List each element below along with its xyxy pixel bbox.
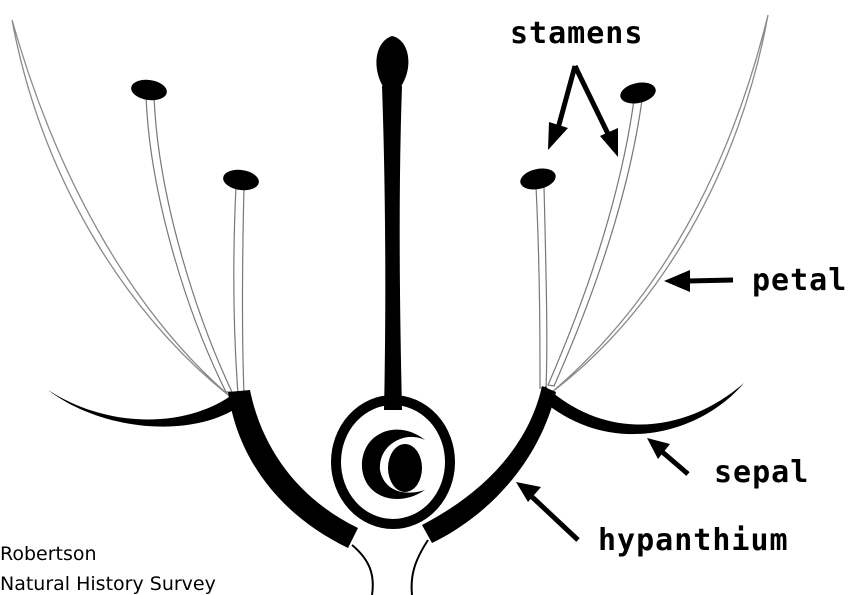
filament-far-left (146, 96, 232, 392)
arrow-sepal-shaft (660, 450, 688, 474)
label-sepal: sepal (714, 455, 809, 490)
petal-left (12, 20, 232, 398)
credit-line-1: Robertson (0, 543, 97, 565)
filament-far-right (548, 100, 642, 386)
pedicel-right (412, 540, 428, 595)
arrows (516, 66, 733, 540)
arrow-petal-head (664, 270, 690, 292)
style (382, 86, 402, 410)
anther-far-left (130, 78, 168, 103)
arrow-stamens-right-head (600, 128, 618, 157)
credit-line-2: Natural History Survey (0, 573, 216, 595)
sepal-left (48, 390, 240, 427)
arrow-stamens-right-shaft (575, 66, 610, 138)
arrow-hypanthium-shaft (530, 495, 578, 540)
arrow-stamens-left-head (548, 122, 568, 150)
ovule (388, 444, 422, 492)
pistil (336, 36, 450, 524)
pedicel-left (352, 545, 373, 595)
label-hypanthium: hypanthium (598, 523, 789, 558)
filament-inner-left (234, 186, 244, 394)
arrow-petal-shaft (688, 280, 733, 281)
pedicel (352, 540, 428, 595)
petal-right (552, 15, 768, 392)
sepal-right (542, 383, 744, 434)
hypanthium-right-wall (422, 386, 556, 543)
label-stamens: stamens (510, 16, 643, 51)
anther-inner-right (518, 165, 557, 192)
arrow-stamens-left-shaft (557, 66, 575, 132)
filament-inner-right (536, 186, 547, 388)
anther-inner-left (222, 168, 260, 193)
label-petal: petal (752, 263, 847, 298)
anther-far-right (618, 79, 657, 106)
